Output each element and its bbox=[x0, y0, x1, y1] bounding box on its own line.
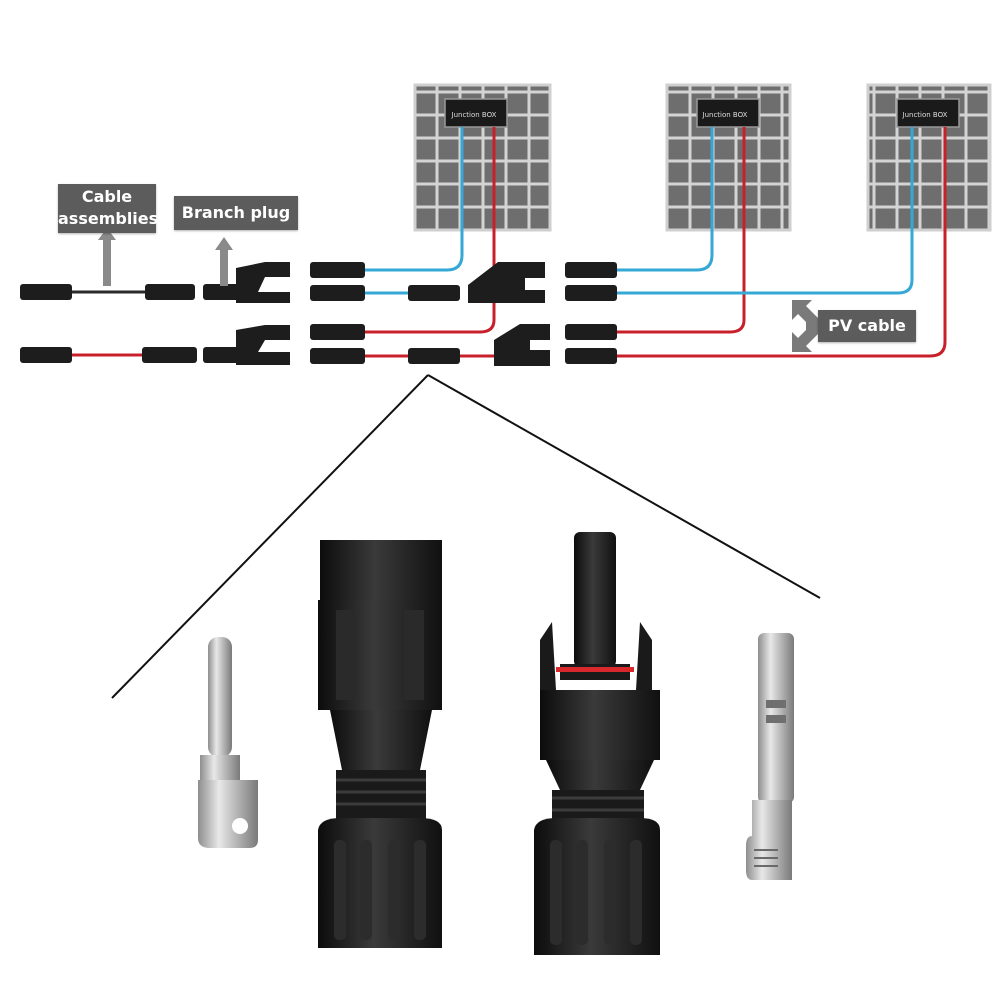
seal-ring bbox=[556, 667, 634, 672]
metal-contact-pin-left bbox=[198, 637, 258, 848]
solar-panel-1 bbox=[413, 83, 552, 232]
panel-wires bbox=[30, 127, 947, 358]
callout-lines bbox=[111, 374, 821, 699]
cable-assemblies-label-line2: assemblies bbox=[58, 209, 159, 228]
pv-cable-label: PV cable bbox=[818, 310, 916, 342]
junction-box-2 bbox=[696, 98, 760, 128]
up-arrow-icon bbox=[215, 237, 233, 286]
cable-assemblies-label: Cable assemblies bbox=[58, 184, 159, 233]
branch-plug-label: Branch plug bbox=[174, 196, 298, 230]
male-connector-housing bbox=[534, 532, 660, 955]
metal-contact-socket-right bbox=[746, 633, 794, 880]
connector-row bbox=[20, 262, 617, 366]
cable-assemblies-label-line1: Cable bbox=[81, 187, 133, 206]
junction-box-1 bbox=[444, 98, 508, 128]
double-arrow-icon bbox=[792, 300, 818, 352]
junction-box-3 bbox=[896, 98, 960, 128]
solar-panel-2 bbox=[665, 83, 792, 232]
junction-box-2-label: Junction BOX bbox=[702, 111, 748, 119]
female-connector-housing bbox=[318, 540, 442, 948]
junction-box-3-label: Junction BOX bbox=[902, 111, 948, 119]
up-arrow-icon bbox=[98, 228, 116, 286]
junction-box-1-label: Junction BOX bbox=[451, 111, 497, 119]
solar-panel-3 bbox=[866, 83, 992, 232]
